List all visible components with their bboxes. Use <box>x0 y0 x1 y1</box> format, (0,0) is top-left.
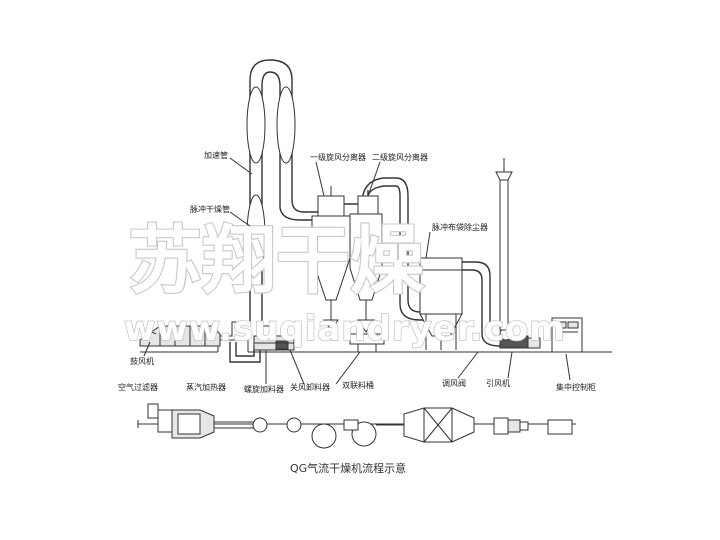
label-double-hopper: 双联料桶 <box>342 380 374 390</box>
chimney <box>495 158 513 331</box>
label-screw-feeder: 螺旋加料器 <box>244 384 284 394</box>
label-pulse-dry-pipe: 脉冲干燥管 <box>190 204 230 214</box>
labels: 加速管 脉冲干燥管 一级旋风分离器 二级旋风分离器 脉冲布袋除尘器 鼓风机 空气… <box>118 150 596 394</box>
inlet-duct <box>229 342 261 363</box>
label-induced-fan: 引风机 <box>486 378 510 388</box>
ground-line <box>140 339 612 353</box>
watermark-brand: 苏翔干燥 <box>128 218 425 304</box>
label-air-filter: 空气过滤器 <box>118 382 158 392</box>
label-blower: 鼓风机 <box>130 356 154 366</box>
blower <box>139 321 246 347</box>
cyclone-2 <box>349 177 424 333</box>
control-cabinet <box>551 317 583 353</box>
leader-lines <box>143 157 571 385</box>
label-bag-filter: 脉冲布袋除尘器 <box>432 222 488 232</box>
bag-filter <box>419 257 501 350</box>
watermark-url: www.suqiandryer.com <box>124 309 566 349</box>
double-hopper <box>349 333 385 352</box>
label-damper-valve: 调风阀 <box>442 379 466 388</box>
label-cyclone-2: 二级旋风分离器 <box>372 152 428 162</box>
dryer-base <box>253 325 295 351</box>
label-control-cabinet: 集中控制柜 <box>556 382 596 392</box>
induced-fan <box>499 327 541 349</box>
drying-pipe <box>246 59 318 326</box>
label-discharge-feeder: 关风卸料器 <box>290 382 330 392</box>
plan-view <box>137 403 576 449</box>
diagram-caption: QG气流干燥机流程示意 <box>290 461 406 475</box>
label-steam-heater: 蒸汽加热器 <box>186 382 226 392</box>
label-heating-pipe: 加速管 <box>204 150 228 160</box>
label-cyclone-1: 一级旋风分离器 <box>310 152 366 162</box>
